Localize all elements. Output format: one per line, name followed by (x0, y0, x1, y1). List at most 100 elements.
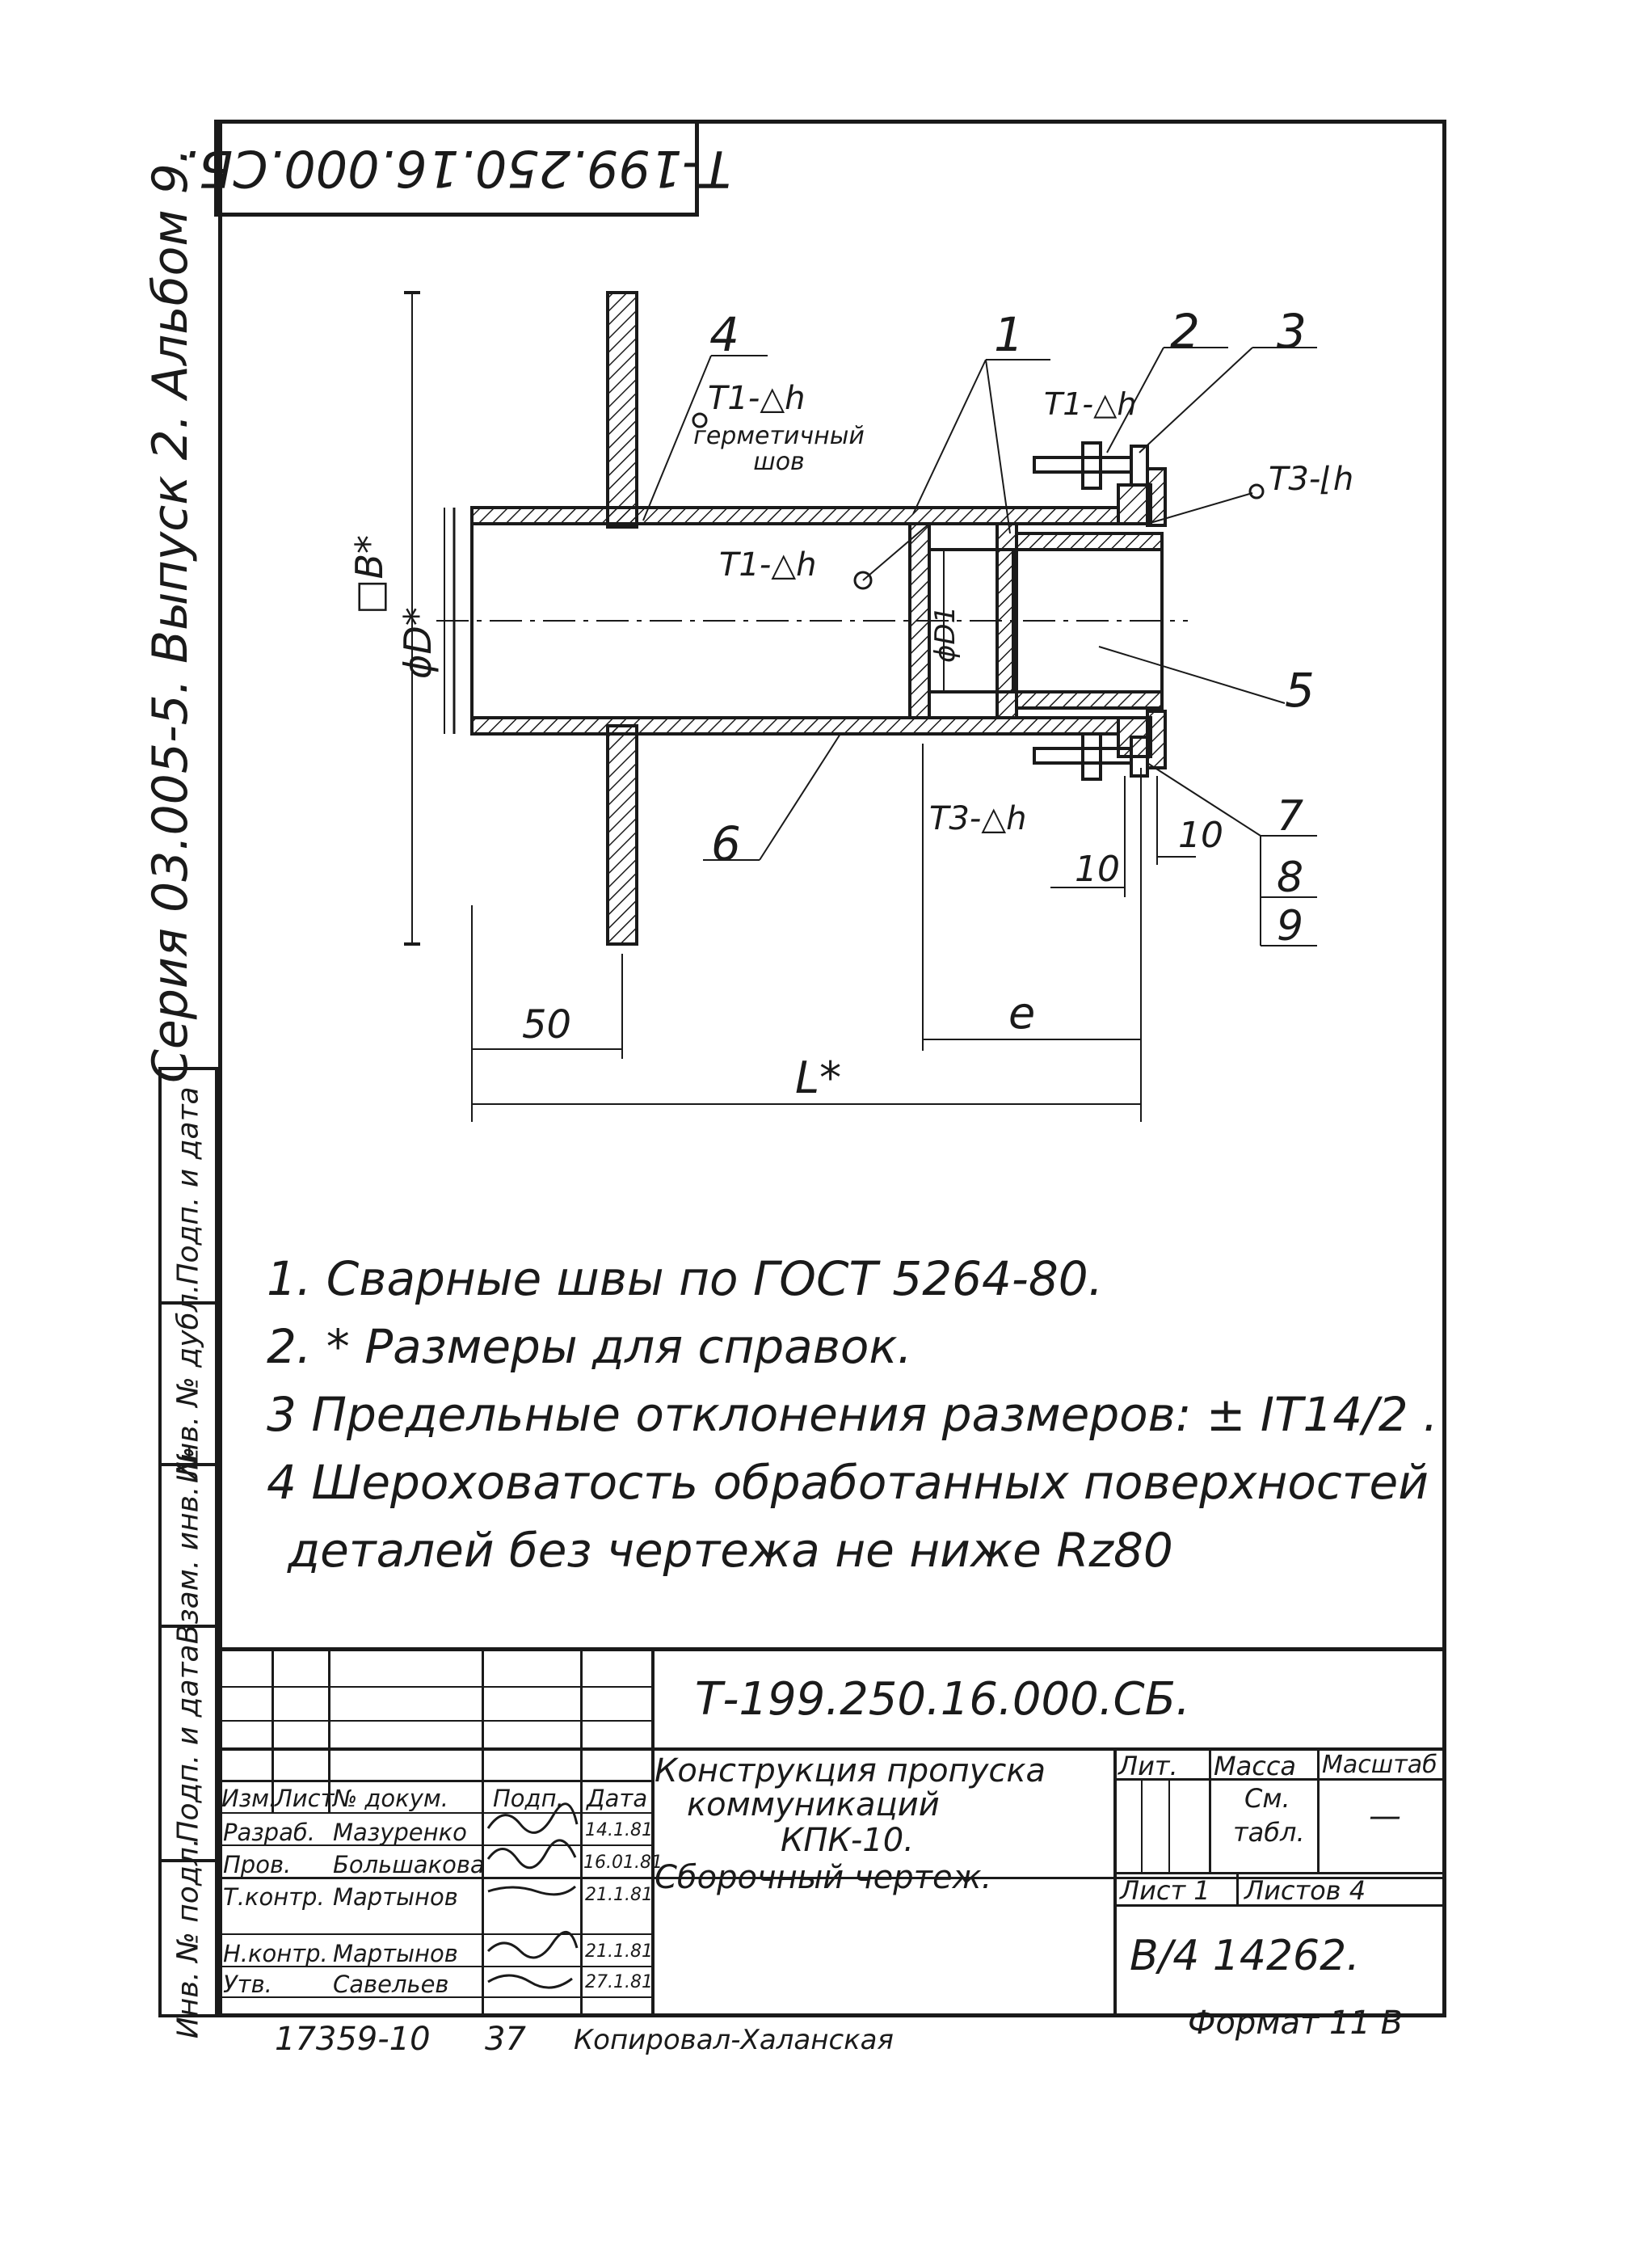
tb-col-date: Дата (587, 1785, 648, 1812)
callout-2: 2 (1170, 304, 1200, 359)
tb-date: 16.01.81 (583, 1853, 663, 1873)
title-block-designation-line (218, 1747, 1446, 1751)
dim-10-a: 10 (1075, 849, 1120, 890)
tb-grid (218, 1720, 655, 1722)
tb-role: Н.контр. (223, 1940, 328, 1967)
dim-50: 50 (522, 1002, 572, 1048)
tb-role: Пров. (223, 1851, 292, 1878)
wall-plate-lower (606, 724, 638, 946)
note-2: 2. * Размеры для справок. (267, 1319, 912, 1374)
tb-grid (651, 1647, 655, 2017)
wall-plate (606, 291, 638, 529)
tb-grid (1113, 1872, 1446, 1874)
tb-mass-value-1: См. (1244, 1783, 1290, 1814)
tb-person: Савельев (333, 1971, 449, 1998)
side-cell-sign-date-1: Подп. и дата (162, 1070, 215, 1305)
drawing-frame (218, 120, 1446, 2017)
tb-date: 21.1.81 (585, 1941, 653, 1962)
tb-grid (328, 1647, 330, 1812)
title-block-top-line (218, 1647, 1446, 1651)
footer-page: 37 (485, 2021, 526, 2058)
weld-label-t3-bottom: Т3-△h (929, 800, 1027, 837)
tb-date: 27.1.81 (585, 1972, 653, 1992)
tb-person: Мартынов (333, 1940, 458, 1967)
tb-role: Утв. (223, 1971, 272, 1998)
callout-3: 3 (1277, 304, 1307, 359)
tb-person: Мартынов (333, 1883, 458, 1911)
tb-grid (218, 1780, 655, 1782)
weld-label-t1-right: Т1-△h (1044, 386, 1137, 422)
tb-grid (1113, 1904, 1446, 1907)
tb-grid (1113, 1747, 1117, 2017)
tb-grid (1141, 1778, 1143, 1872)
weld-label-t3-right: Т3-⌊h (1269, 461, 1354, 498)
note-1: 1. Сварные швы по ГОСТ 5264-80. (267, 1251, 1104, 1306)
dim-10-b: 10 (1178, 815, 1223, 856)
dim-e: e (1008, 988, 1036, 1039)
tb-grid (218, 1877, 1446, 1879)
tb-doc-type: Сборочный чертеж. (655, 1859, 992, 1896)
tb-grid (1113, 1778, 1446, 1781)
side-cell-dup-inv: Инв. № дубл. (162, 1284, 215, 1483)
tb-col-list: Лист (275, 1785, 335, 1812)
tb-grid (1317, 1747, 1320, 1872)
tb-date: 21.1.81 (585, 1885, 653, 1905)
weld-label-t1-top: Т1-△h (708, 380, 806, 417)
tb-grid (1209, 1747, 1211, 1872)
tb-grid (218, 1933, 655, 1935)
rotated-code-box: Т-199.250.16.000.СБ. (183, 120, 730, 217)
side-cell-sign-date-2: Подп. и дата (162, 1628, 215, 1862)
tb-grid (218, 1996, 655, 1998)
note-3: 3 Предельные отклонения размеров: ± IT14… (267, 1387, 1438, 1442)
tb-role: Т.контр. (223, 1883, 325, 1911)
tb-grid (482, 1647, 484, 2017)
dim-l: L* (795, 1052, 842, 1103)
tb-scale-label: Масштаб (1322, 1751, 1437, 1779)
tb-col-doc: № докум. (333, 1785, 448, 1812)
tb-grid (272, 1647, 274, 1812)
hermetic-seam-label: герметичный шов (693, 422, 865, 476)
technical-notes: 1. Сварные швы по ГОСТ 5264-80. 2. * Раз… (267, 1245, 1438, 1584)
tb-grid (218, 1812, 655, 1814)
side-cell-replace-inv: Взам. инв. № (162, 1447, 215, 1644)
tb-grid (218, 1966, 655, 1967)
tb-col-sign: Подп. (493, 1785, 564, 1812)
tb-col-izm: Изм. (221, 1785, 277, 1812)
note-4: 4 Шероховатость обработанных поверхносте… (267, 1455, 1429, 1510)
tb-scale-value: — (1369, 1798, 1401, 1835)
end-flange (1117, 483, 1152, 525)
weld-label-t1-mid: Т1-△h (719, 546, 817, 584)
tb-sheet-label: Лист 1 (1120, 1875, 1210, 1906)
footer-copied: Копировал-Халанская (574, 2024, 894, 2056)
tb-designation: Т-199.250.16.000.СБ. (695, 1673, 1190, 1726)
tb-mass-value-2: табл. (1233, 1817, 1305, 1848)
callout-9: 9 (1277, 902, 1304, 951)
tb-date: 14.1.81 (585, 1820, 653, 1840)
tb-role: Разраб. (223, 1819, 315, 1846)
tb-name-line-2: коммуникаций (687, 1786, 940, 1823)
tb-grid (218, 1844, 655, 1846)
tb-name-line-1: Конструкция пропуска (655, 1752, 1046, 1790)
tb-grid (218, 1686, 655, 1688)
callout-1: 1 (994, 307, 1024, 362)
tb-org: В/4 14262. (1130, 1932, 1360, 1980)
tb-grid (1236, 1872, 1239, 1904)
tb-sheets-label: Листов 4 (1244, 1875, 1366, 1906)
tb-grid (580, 1647, 583, 2017)
side-strip: Подп. и дата Инв. № дубл. Взам. инв. № П… (158, 1067, 218, 2038)
tb-grid (1168, 1778, 1170, 1872)
tb-name-line-3: КПК-10. (781, 1822, 914, 1859)
callout-8: 8 (1277, 854, 1304, 902)
tb-lit-label: Лит. (1118, 1751, 1178, 1781)
tb-mass-label: Масса (1214, 1751, 1297, 1781)
tb-person: Мазуренко (333, 1819, 467, 1846)
footer-format: Формат 11 В (1188, 2005, 1404, 2042)
callout-5: 5 (1285, 663, 1315, 718)
note-4-cont: деталей без чертежа не ниже Rz80 (288, 1523, 1173, 1578)
callout-4: 4 (709, 307, 739, 362)
callout-6: 6 (711, 816, 741, 871)
tb-person: Большакова (333, 1851, 485, 1878)
footer-number: 17359-10 (275, 2021, 431, 2058)
